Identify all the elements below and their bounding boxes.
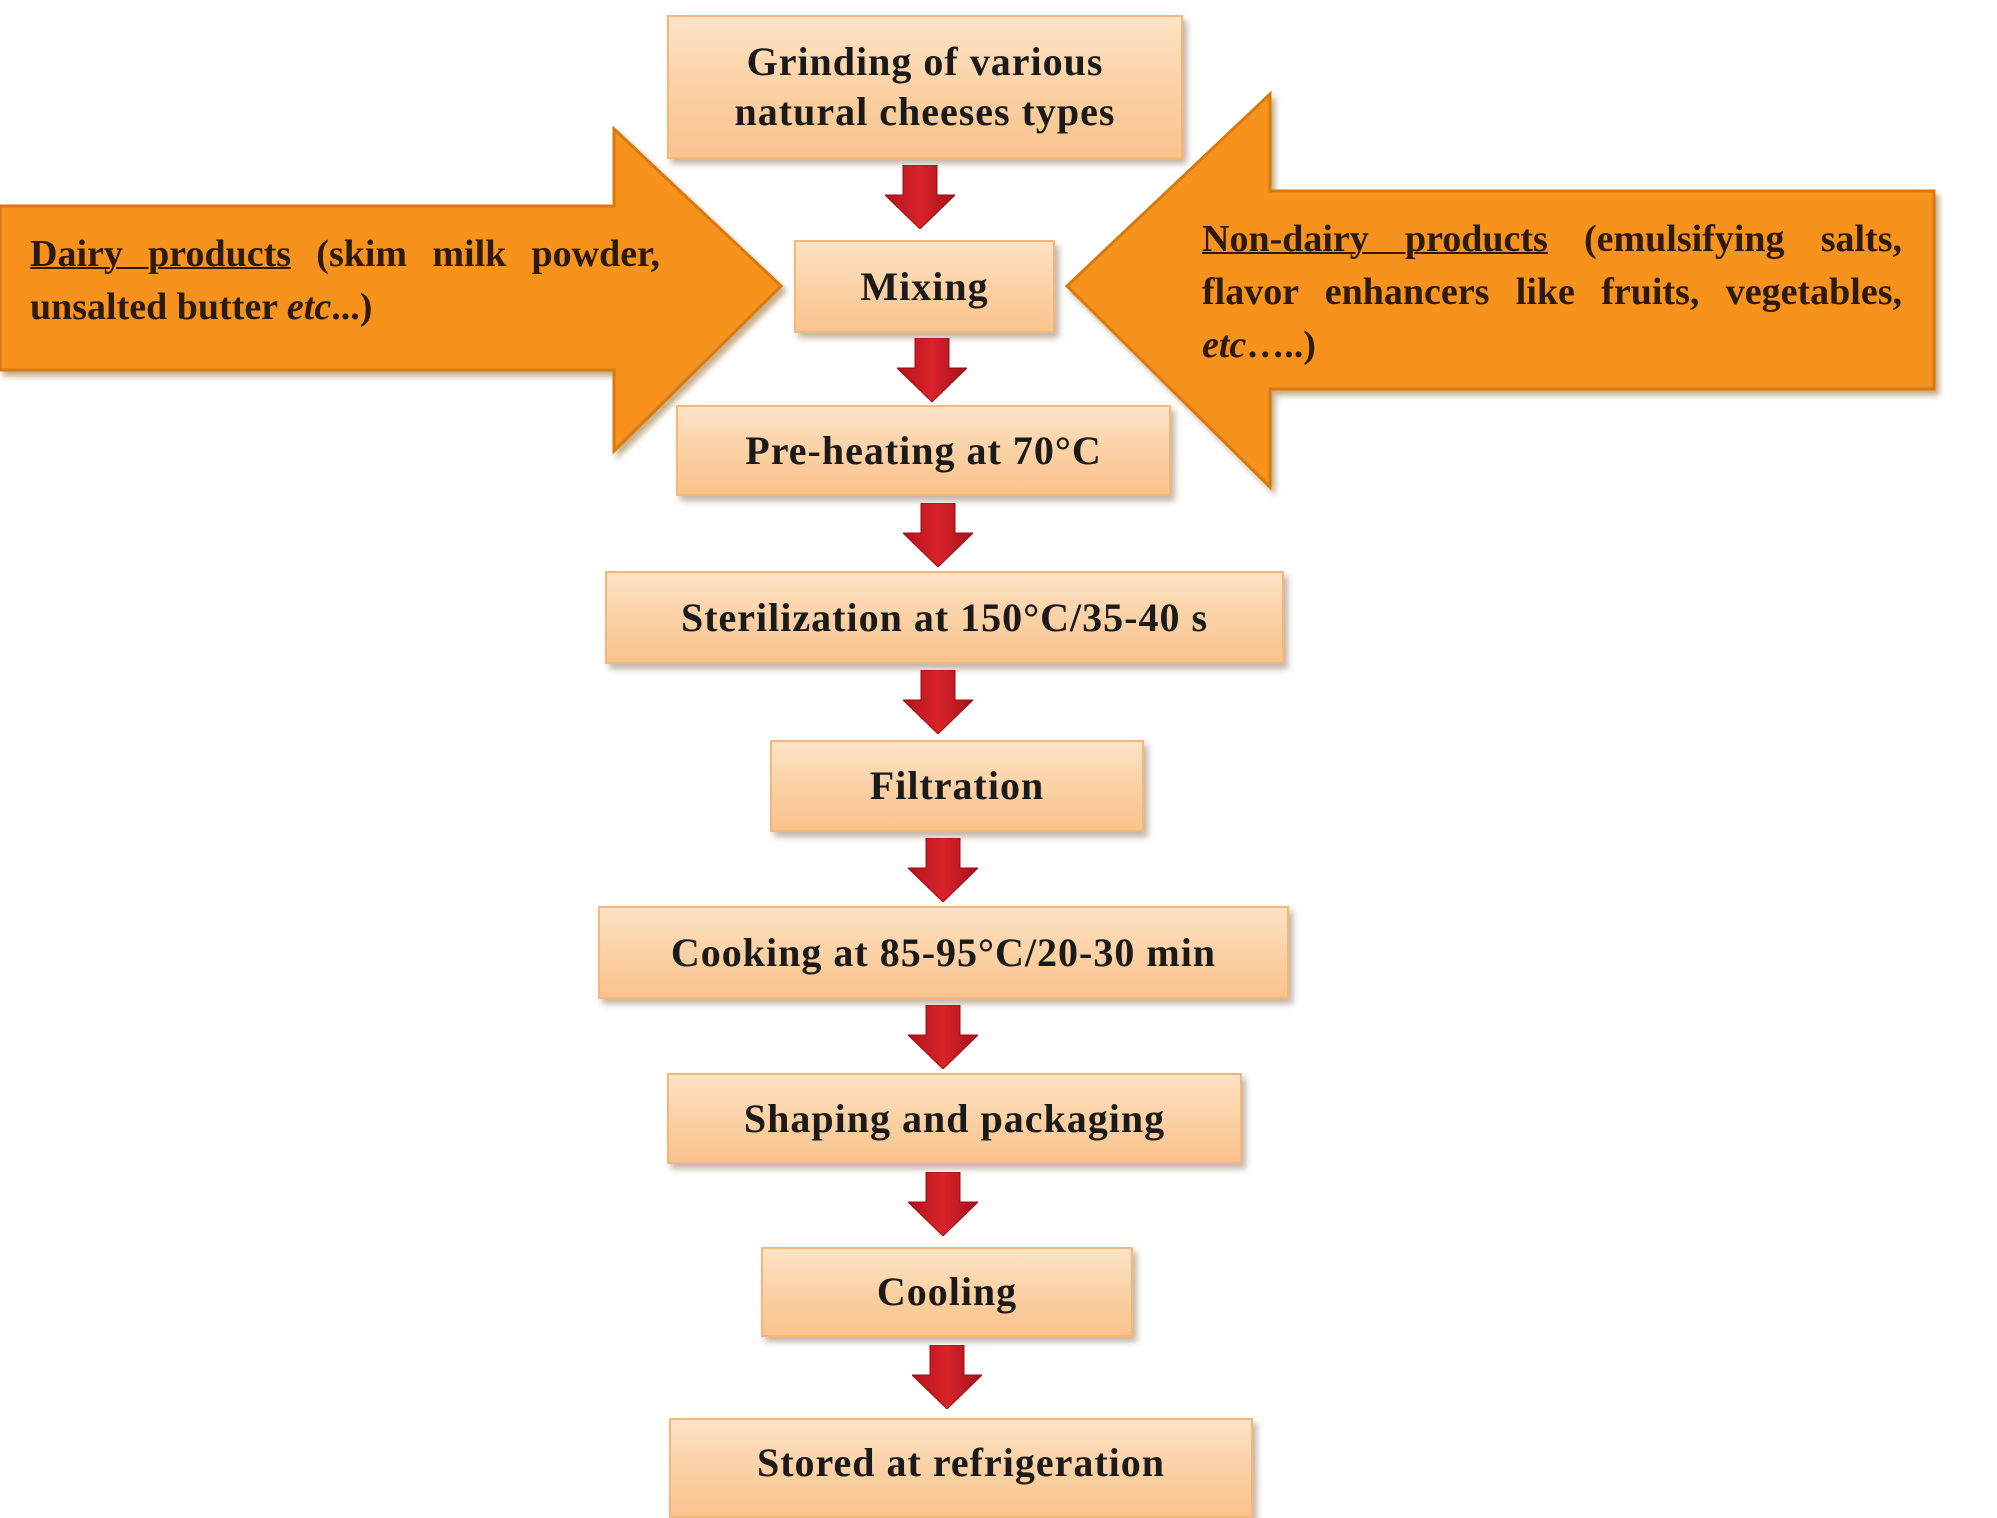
non-dairy-end: …..) xyxy=(1246,324,1316,367)
dairy-etc: etc xyxy=(286,286,332,329)
step-sterilization: Sterilization at 150°C/35-40 s xyxy=(605,571,1284,664)
down-arrow-icon xyxy=(912,1345,982,1409)
dairy-arrow xyxy=(0,125,784,455)
dairy-desc: (skim milk powder, unsalted butter xyxy=(30,233,660,329)
non-dairy-products-label: Non-dairy products (emulsifying salts, f… xyxy=(1202,213,1902,373)
step-grinding: Grinding of various natural cheeses type… xyxy=(667,15,1183,159)
dairy-title: Dairy products xyxy=(30,233,292,275)
step-grinding-line1: Grinding of various xyxy=(746,39,1104,84)
non-dairy-etc: etc xyxy=(1202,324,1247,367)
step-filtration: Filtration xyxy=(770,740,1144,832)
step-cooking: Cooking at 85-95°C/20-30 min xyxy=(598,906,1289,999)
non-dairy-desc: (emulsifying salts, flavor enhancers lik… xyxy=(1202,218,1902,314)
down-arrow-icon xyxy=(903,670,973,734)
down-arrow-icon xyxy=(897,338,967,402)
step-cooling: Cooling xyxy=(761,1247,1133,1337)
step-preheating: Pre-heating at 70°C xyxy=(676,405,1171,496)
step-grinding-line2: natural cheeses types xyxy=(734,89,1116,134)
step-mixing: Mixing xyxy=(794,240,1055,333)
step-shaping: Shaping and packaging xyxy=(667,1073,1242,1164)
down-arrow-icon xyxy=(903,503,973,567)
step-stored: Stored at refrigeration xyxy=(669,1418,1253,1518)
dairy-products-label: Dairy products (skim milk powder, unsalt… xyxy=(30,228,660,334)
non-dairy-arrow xyxy=(1064,90,1936,491)
down-arrow-icon xyxy=(908,1172,978,1236)
down-arrow-icon xyxy=(908,838,978,902)
non-dairy-title: Non-dairy products xyxy=(1202,218,1548,260)
down-arrow-icon xyxy=(908,1005,978,1069)
dairy-end: ...) xyxy=(331,286,373,329)
down-arrow-icon xyxy=(885,165,955,229)
